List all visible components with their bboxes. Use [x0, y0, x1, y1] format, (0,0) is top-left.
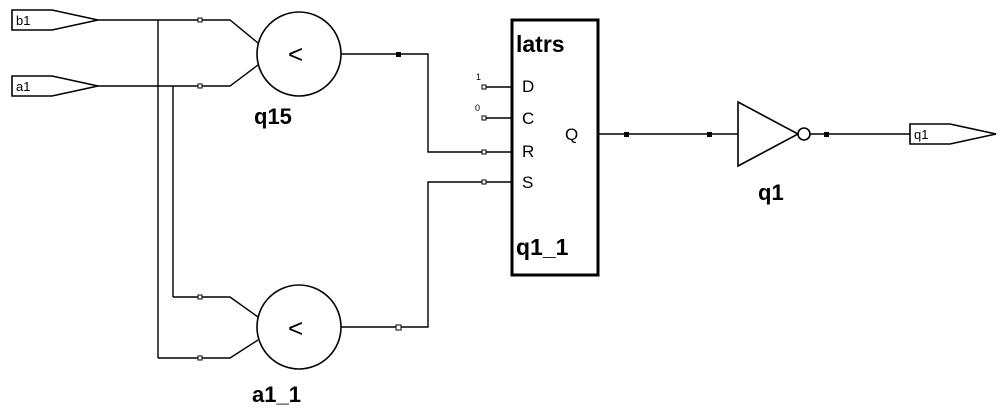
comparator-q15-name: q15 [254, 104, 292, 129]
inverter-q1[interactable] [737, 100, 811, 168]
latch-pin-d: D [522, 77, 534, 96]
port-q1-label: q1 [914, 127, 928, 142]
latch-pin-s: S [522, 173, 533, 192]
latch-pin-r: R [522, 142, 534, 161]
inverter-bubble [797, 127, 811, 141]
latch-type-label: latrs [516, 31, 565, 57]
pin-markers-inputs [197, 17, 203, 361]
wires-inputs [98, 19, 259, 359]
latch-pin-c: C [522, 109, 534, 128]
const-c-value: 0 [475, 103, 480, 113]
latch-block[interactable]: latrs D C R S Q q1_1 [510, 18, 600, 277]
latch-pin-q: Q [565, 125, 578, 144]
port-q1-output[interactable]: q1 [909, 123, 997, 145]
comparator-a1-1[interactable]: < [256, 284, 342, 370]
port-a1[interactable]: a1 [11, 75, 99, 97]
port-a1-label: a1 [16, 79, 30, 94]
pin-markers-wires [395, 52, 829, 331]
port-b1-label: b1 [16, 13, 30, 28]
latch-instance-name: q1_1 [516, 234, 569, 260]
comparator-q15[interactable]: < [256, 11, 342, 97]
comparator-a1-1-symbol: < [288, 313, 303, 343]
inverter-name: q1 [758, 180, 784, 205]
comparator-a1-1-name: a1_1 [252, 382, 301, 407]
wires-comparator-outputs [341, 53, 910, 328]
comparator-q15-symbol: < [288, 39, 303, 69]
const-d-value: 1 [476, 72, 481, 82]
port-b1[interactable]: b1 [11, 9, 99, 31]
